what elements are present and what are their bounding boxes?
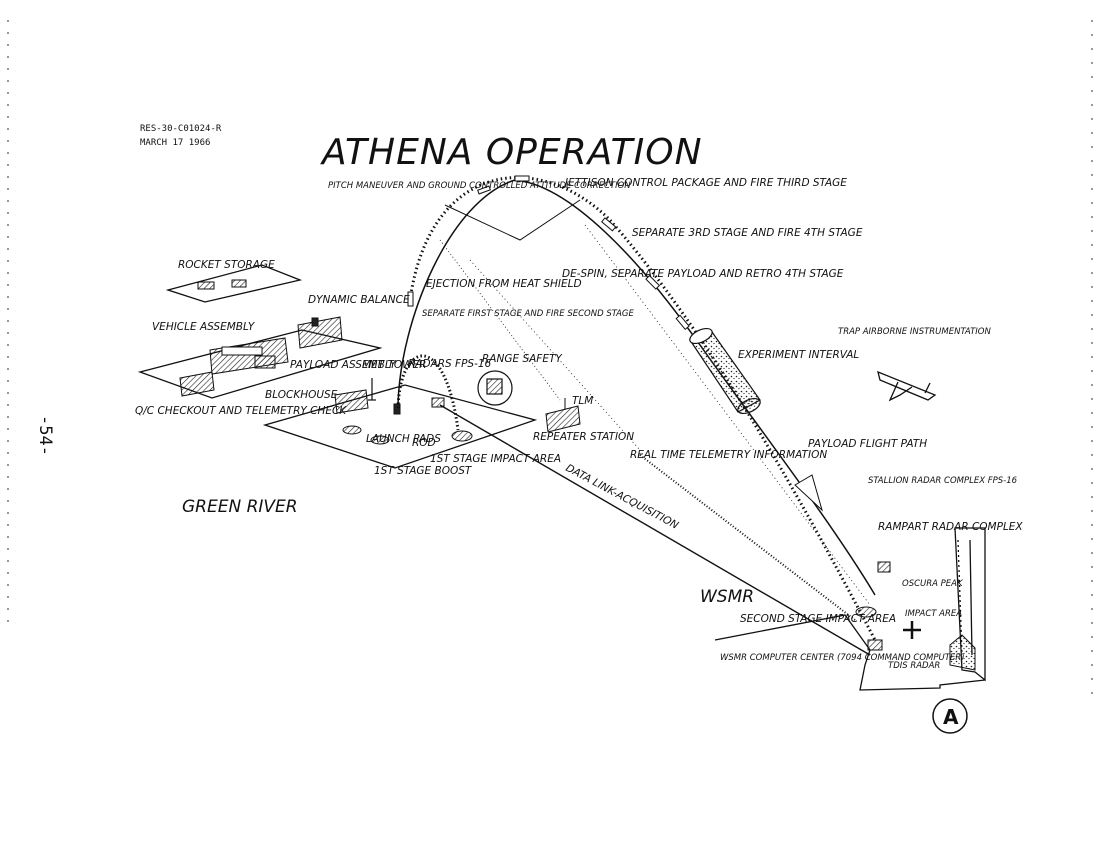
label-separate-first: SEPARATE FIRST STAGE AND FIRE SECOND STA… bbox=[422, 309, 635, 319]
ascent-trajectory bbox=[397, 179, 516, 406]
data-link-line bbox=[439, 404, 871, 656]
telemetry-beams bbox=[439, 224, 871, 621]
wsmr-facilities bbox=[855, 561, 976, 671]
jettison-callout-box bbox=[444, 199, 581, 241]
label-first-stage-boost: 1ST STAGE BOOST bbox=[374, 465, 473, 477]
label-first-stage-impact: 1ST STAGE IMPACT AREA bbox=[430, 453, 561, 465]
label-payload-assembly: PAYLOAD ASSEMBLY bbox=[290, 359, 398, 371]
first-stage-trajectory bbox=[396, 354, 460, 431]
experiment-capsule bbox=[689, 327, 761, 415]
document-reference: RES-30-C01024-R bbox=[140, 124, 222, 134]
payload-flight-path-line bbox=[514, 179, 876, 596]
label-jettison-control: JETTISON CONTROL PACKAGE AND FIRE THIRD … bbox=[563, 177, 847, 189]
svg-text:A: A bbox=[943, 705, 959, 729]
vehicle-stages bbox=[407, 175, 690, 330]
tlm-repeater-station bbox=[545, 398, 581, 433]
label-second-stage-impact: SECOND STAGE IMPACT AREA bbox=[740, 613, 896, 625]
site-green-river: GREEN RIVER bbox=[182, 497, 298, 517]
label-rocket-storage: ROCKET STORAGE bbox=[178, 259, 275, 271]
label-de-spin: DE-SPIN, SEPARATE PAYLOAD AND RETRO 4TH … bbox=[562, 268, 844, 280]
loft-trajectory bbox=[408, 176, 877, 641]
radar-fps16-green-river bbox=[431, 397, 445, 408]
impact-marker bbox=[903, 621, 921, 639]
label-experiment-interval: EXPERIMENT INTERVAL bbox=[738, 349, 859, 361]
label-tlm: TLM bbox=[572, 395, 593, 407]
label-repeater-station: REPEATER STATION bbox=[533, 431, 634, 443]
label-pitch-maneuver: PITCH MANEUVER AND GROUND CONTROLLED ATT… bbox=[328, 181, 631, 191]
label-stallion-radar: STALLION RADAR COMPLEX FPS-16 bbox=[868, 476, 1018, 486]
label-payload-flight-path: PAYLOAD FLIGHT PATH bbox=[808, 438, 927, 450]
label-met-tower: MET TOWER bbox=[362, 359, 426, 371]
building-qc-checkout bbox=[179, 371, 215, 397]
label-range-safety: RANGE SAFETY bbox=[482, 353, 563, 365]
page-number: -54- bbox=[35, 415, 55, 456]
label-data-link: DATA LINK-ACQUISITION bbox=[564, 462, 681, 532]
label-tdis-radar: TDIS RADAR bbox=[888, 661, 940, 671]
label-qc-checkout: Q/C CHECKOUT AND TELEMETRY CHECK bbox=[135, 405, 347, 417]
label-rampart-radar: RAMPART RADAR COMPLEX bbox=[878, 521, 1023, 533]
label-trap-airborne: TRAP AIRBORNE INSTRUMENTATION bbox=[838, 327, 991, 337]
payload-cone bbox=[794, 474, 823, 512]
label-vehicle-assembly: VEHICLE ASSEMBLY bbox=[152, 321, 256, 333]
label-rod: ROD bbox=[412, 437, 436, 449]
agency-logo: A bbox=[932, 698, 968, 734]
building-vehicle-assembly bbox=[209, 337, 289, 375]
document-date: MARCH 17 1966 bbox=[140, 138, 210, 148]
label-impact-area: IMPACT AREA bbox=[905, 609, 962, 619]
airborne-aircraft-icon bbox=[877, 370, 937, 402]
building-rocket-storage bbox=[197, 279, 247, 290]
scan-edge-marks bbox=[7, 20, 1093, 700]
label-separate-third: SEPARATE 3RD STAGE AND FIRE 4TH STAGE bbox=[632, 227, 863, 239]
site-wsmr: WSMR bbox=[700, 587, 754, 607]
label-wsmr-computer: WSMR COMPUTER CENTER (7094 COMMAND COMPU… bbox=[720, 653, 965, 663]
building-payload-assembly bbox=[254, 355, 276, 369]
label-blockhouse: BLOCKHOUSE bbox=[265, 389, 338, 401]
label-launch-pads: LAUNCH PADS bbox=[366, 433, 441, 445]
label-radars-fps16: RADARS FPS-16 bbox=[408, 358, 492, 370]
label-dynamic-balance: DYNAMIC BALANCE bbox=[308, 294, 410, 306]
launch-pads bbox=[342, 403, 473, 445]
label-oscura-peak: OSCURA PEAK bbox=[902, 579, 964, 589]
met-tower bbox=[368, 378, 376, 401]
building-dynamic-balance bbox=[297, 316, 343, 349]
range-safety-building bbox=[477, 370, 513, 406]
label-ejection-heat-shield: EJECTION FROM HEAT SHIELD bbox=[426, 278, 582, 290]
building-blockhouse bbox=[334, 389, 369, 414]
label-real-time-telemetry: REAL TIME TELEMETRY INFORMATION bbox=[630, 449, 827, 461]
diagram-title: ATHENA OPERATION bbox=[320, 132, 703, 173]
